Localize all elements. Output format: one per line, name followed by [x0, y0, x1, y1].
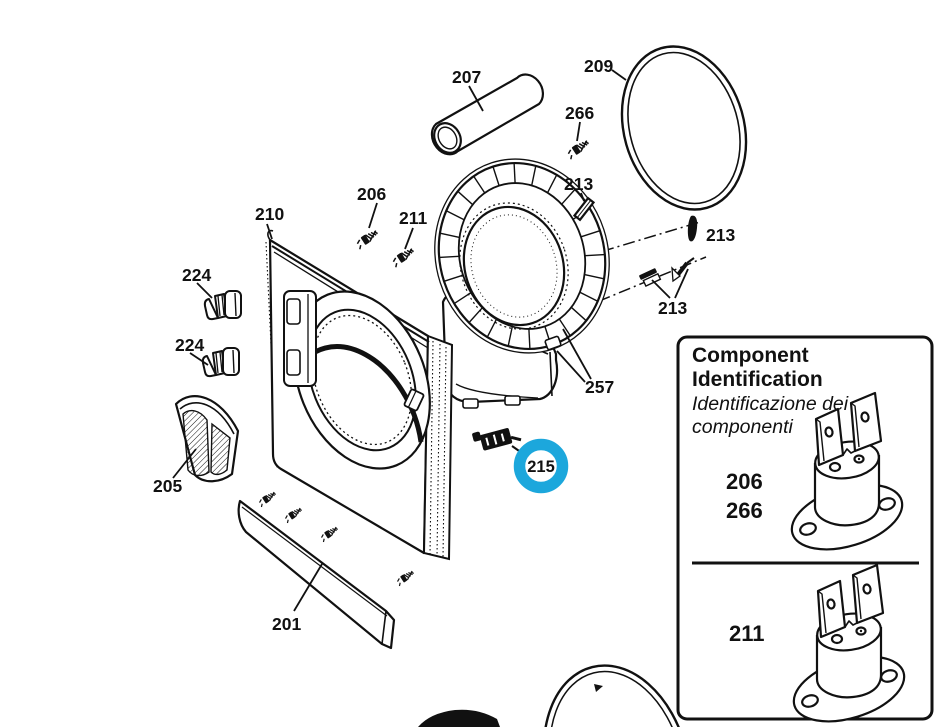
callout-224-upper: 224 [182, 265, 211, 285]
callout-201: 201 [272, 614, 301, 634]
callout-205: 205 [153, 476, 182, 496]
door-opening [293, 290, 431, 470]
part-211-screw [389, 245, 417, 269]
part-213-clip-right [687, 215, 698, 242]
callout-210: 210 [255, 204, 284, 224]
panel-hinge-plate [283, 290, 317, 387]
callout-213-top: 213 [564, 174, 593, 194]
part-207-tube [430, 73, 545, 156]
part-213-bracket-top [572, 196, 596, 222]
part-213-pins-bottom [639, 257, 695, 287]
callout-labels: 207 209 266 213 213 213 206 211 210 224 … [153, 56, 735, 634]
callout-211: 211 [399, 208, 427, 228]
part-224-hinge-lower [201, 347, 240, 378]
part-266-screw [564, 137, 592, 161]
callout-224-lower: 224 [175, 335, 204, 355]
callout-213-bottom: 213 [658, 298, 687, 318]
box-title-line2: Identification [692, 368, 823, 391]
callout-213-right: 213 [706, 225, 735, 245]
highlight-ring[interactable] [513, 438, 569, 494]
panel-latch [403, 388, 425, 412]
bottom-partial-ring [542, 664, 692, 727]
callout-206: 206 [357, 184, 386, 204]
callout-257: 257 [585, 377, 614, 397]
part-209-seal-ring [620, 45, 748, 211]
part-205-lint-filter [174, 395, 240, 483]
box-title-line1: Component [692, 344, 809, 367]
box-part-206: 206 [726, 469, 763, 494]
box-part-266: 266 [726, 498, 763, 523]
box-part-211: 211 [729, 621, 765, 646]
callout-209: 209 [584, 56, 613, 76]
leader-lines [172, 69, 689, 612]
box-subtitle-line1: Identificazione dei [692, 393, 849, 415]
part-210-front-panel [265, 229, 454, 561]
box-subtitle-line2: componenti [692, 416, 793, 438]
part-215-thermal-switch [472, 428, 523, 454]
bottom-partial-shape [418, 709, 500, 727]
bulkhead-ring [434, 158, 610, 354]
part-206-screw [353, 227, 381, 251]
component-identification-box: Component Identification Identificazione… [676, 335, 934, 727]
part-215-highlight[interactable]: 215 [513, 438, 569, 494]
callout-207: 207 [452, 67, 481, 87]
callout-266: 266 [565, 103, 594, 123]
callout-215: 215 [527, 458, 555, 476]
